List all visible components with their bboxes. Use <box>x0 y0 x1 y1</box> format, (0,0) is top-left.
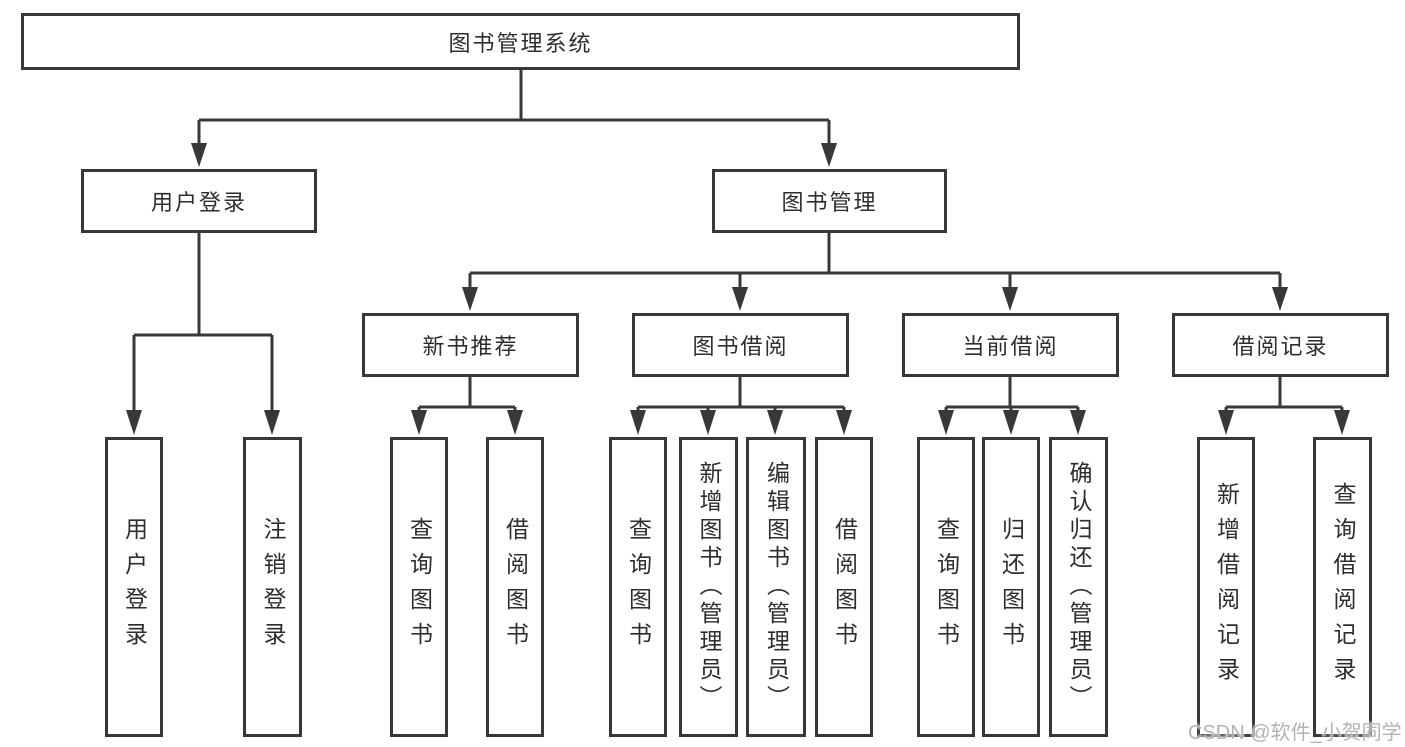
leaf-user-login: 用户登录 <box>105 437 163 737</box>
node-book-borrow: 图书借阅 <box>632 313 849 377</box>
arrowhead <box>630 410 646 435</box>
arrowhead <box>411 410 427 435</box>
arrowhead <box>1272 287 1288 311</box>
arrowhead <box>507 410 523 435</box>
node-current-borrow: 当前借阅 <box>902 313 1119 377</box>
leaf-query-borrow-record: 查询借阅记录 <box>1313 437 1372 737</box>
leaf-confirm-return-admin: 确认归还（管理员） <box>1049 437 1108 737</box>
arrowhead <box>767 410 783 435</box>
leaf-logout: 注销登录 <box>243 437 302 737</box>
leaf-query-books-borrow: 查询图书 <box>609 437 667 737</box>
node-book-management: 图书管理 <box>712 169 947 233</box>
csdn-watermark: CSDN @软件_小贺同学 <box>1188 722 1402 744</box>
arrowhead <box>1003 410 1019 435</box>
arrowhead <box>264 410 280 435</box>
arrowhead <box>462 287 478 311</box>
leaf-edit-books-admin: 编辑图书（管理员） <box>746 437 806 737</box>
arrowhead <box>1002 287 1018 311</box>
node-root: 图书管理系统 <box>21 13 1020 70</box>
leaf-return-books: 归还图书 <box>982 437 1040 737</box>
node-borrow-records: 借阅记录 <box>1172 313 1389 377</box>
arrowhead <box>1334 410 1350 435</box>
connector-new-books-to-leaves <box>417 377 517 411</box>
arrowhead <box>821 143 837 167</box>
node-new-book-recommend: 新书推荐 <box>362 313 579 377</box>
leaf-borrow-books: 借阅图书 <box>815 437 873 737</box>
leaf-query-books-newbook: 查询图书 <box>390 437 448 737</box>
arrowhead <box>732 287 748 311</box>
arrowhead <box>191 143 207 167</box>
arrowhead <box>700 410 716 435</box>
arrowhead <box>1070 410 1086 435</box>
connector-borrow-records-to-leaves <box>1224 377 1344 411</box>
arrowhead <box>1218 410 1234 435</box>
connector-user-login-to-leaves <box>132 233 274 411</box>
arrowhead <box>938 410 954 435</box>
leaf-add-borrow-record: 新增借阅记录 <box>1197 437 1255 737</box>
leaf-add-books-admin: 新增图书（管理员） <box>679 437 738 737</box>
arrowhead <box>126 410 142 435</box>
leaf-borrow-books-newbook: 借阅图书 <box>486 437 544 737</box>
leaf-query-books-current: 查询图书 <box>917 437 975 737</box>
node-user-login: 用户登录 <box>81 169 317 233</box>
connector-book-mgmt-to-level3 <box>468 233 1282 288</box>
connector-current-borrow-to-leaves <box>944 377 1080 411</box>
connector-book-borrow-to-leaves <box>636 377 846 411</box>
arrowhead <box>836 410 852 435</box>
connector-root-to-level2 <box>197 70 831 144</box>
